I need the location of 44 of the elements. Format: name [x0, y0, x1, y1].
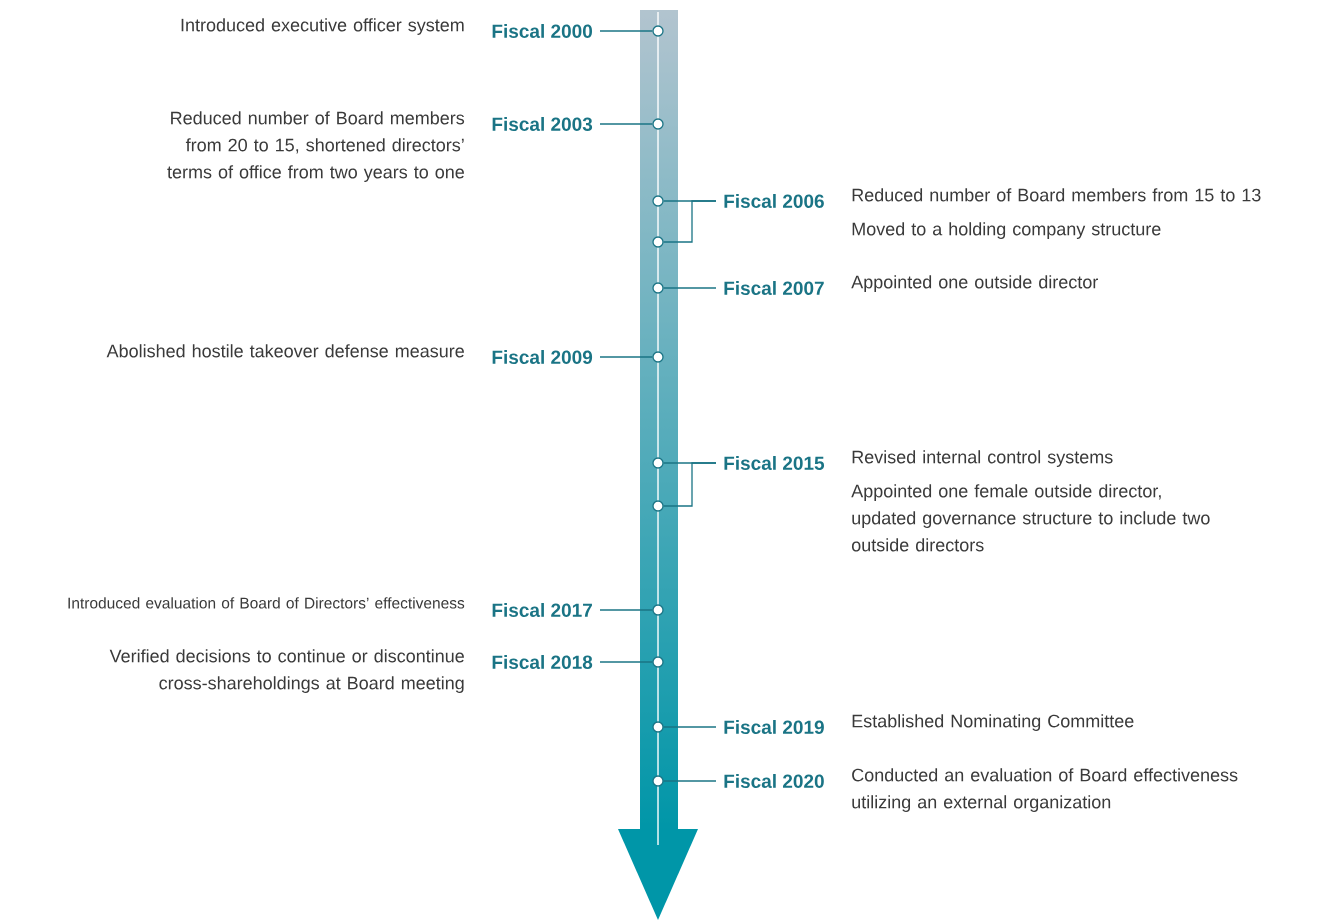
connector-line	[599, 661, 653, 663]
description-text: Abolished hostile takeover defense measure	[106, 344, 464, 358]
timeline-marker	[652, 500, 664, 512]
year-label: Fiscal 2019	[724, 720, 824, 734]
connector-line	[663, 200, 717, 243]
year-label: Fiscal 2009	[492, 350, 593, 364]
year-label: Fiscal 2018	[492, 655, 593, 669]
timeline-marker	[652, 25, 664, 37]
year-label: Fiscal 2000	[492, 24, 592, 38]
description-text: Appointed one outside director	[851, 275, 1098, 292]
description-text: Introduced executive officer system	[181, 18, 464, 35]
year-label: Fiscal 2020	[724, 774, 824, 788]
timeline-marker	[652, 351, 664, 363]
year-label: Fiscal 2006	[724, 194, 824, 208]
timeline-marker	[652, 457, 664, 469]
connector-line	[599, 609, 653, 611]
year-label: Fiscal 2015	[724, 456, 825, 470]
description-text: Introduced evaluation of Board of Directors’ effectiveness	[68, 597, 465, 609]
timeline-marker	[652, 282, 664, 294]
timeline-marker	[652, 775, 664, 787]
timeline-marker	[652, 236, 664, 248]
connector-line	[599, 123, 653, 125]
description-text: Moved to a holding company structure	[852, 222, 1161, 239]
timeline-marker	[652, 195, 664, 207]
connector-line	[663, 780, 717, 782]
timeline-marker	[652, 656, 664, 668]
description-text: Reduced number of Board members from 20 to 15, shortened directors’ terms of office from two years to one	[167, 111, 465, 182]
year-label: Fiscal 2017	[492, 603, 592, 617]
description-text: Revised internal control systems	[852, 450, 1113, 467]
description-text: Appointed one female outside director, updated governance structure to include two outside directors	[851, 484, 1210, 552]
description-text: Verified decisions to continue or discontinue cross-shareholdings at Board meeting	[109, 649, 464, 693]
connector-line	[599, 30, 653, 32]
connector-line	[663, 462, 717, 507]
connector-line	[599, 356, 653, 358]
description-text: Conducted an evaluation of Board effectiveness utilizing an external organization	[852, 768, 1238, 812]
connector-line	[663, 726, 717, 728]
timeline-marker	[652, 604, 664, 616]
timeline-marker	[652, 721, 664, 733]
description-text: Reduced number of Board members from 15 to 13	[852, 188, 1261, 202]
timeline-marker	[652, 118, 664, 130]
year-label: Fiscal 2007	[724, 281, 824, 295]
year-label: Fiscal 2003	[492, 117, 593, 131]
connector-line	[663, 287, 717, 289]
description-text: Established Nominating Committee	[852, 714, 1134, 731]
